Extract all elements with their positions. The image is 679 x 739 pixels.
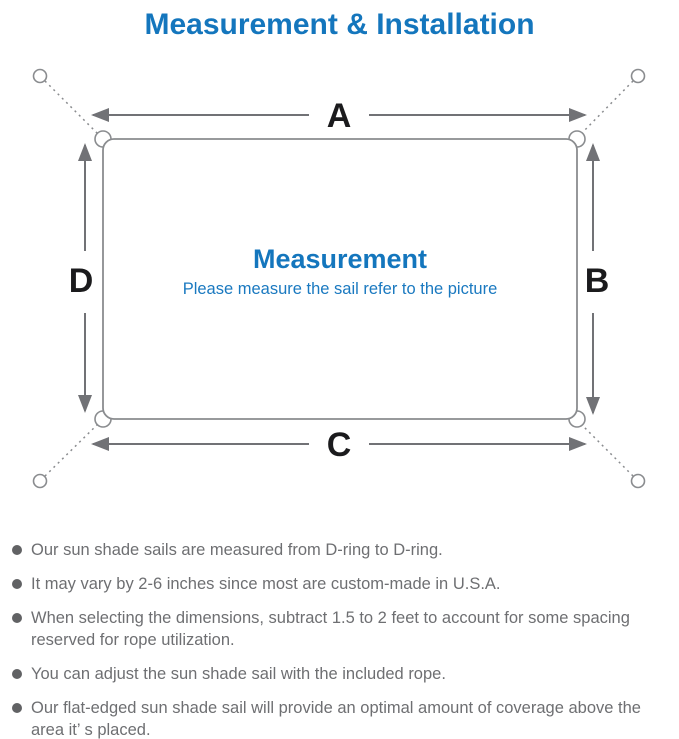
list-item: Our flat-edged sun shade sail will provi…: [12, 697, 673, 739]
note-text: Our flat-edged sun shade sail will provi…: [31, 699, 641, 739]
bullet-icon: [12, 613, 22, 623]
dimension-arrows: [78, 108, 600, 451]
dashed-line-top-right: [578, 80, 634, 137]
bullet-icon: [12, 579, 22, 589]
dimension-label-b: B: [585, 262, 610, 300]
diagram-center-title: Measurement: [253, 244, 427, 274]
page-title: Measurement & Installation: [144, 8, 535, 41]
anchor-point-icon: [32, 473, 48, 489]
anchor-point-icon: [32, 68, 48, 84]
list-item: You can adjust the sun shade sail with t…: [12, 663, 673, 685]
note-text: When selecting the dimensions, subtract …: [31, 609, 630, 649]
anchor-points: [32, 68, 646, 489]
note-text: It may vary by 2-6 inches since most are…: [31, 575, 501, 593]
note-text: You can adjust the sun shade sail with t…: [31, 665, 446, 683]
diagram-center-subtitle: Please measure the sail refer to the pic…: [183, 280, 498, 298]
list-item: Our sun shade sails are measured from D-…: [12, 539, 673, 561]
dimension-label-d: D: [69, 262, 94, 300]
anchor-point-icon: [630, 68, 646, 84]
dashed-line-top-left: [44, 80, 101, 137]
dashed-line-bottom-left: [44, 421, 101, 477]
bullet-icon: [12, 669, 22, 679]
note-text: Our sun shade sails are measured from D-…: [31, 541, 443, 559]
bullet-icon: [12, 545, 22, 555]
sail-outline: [102, 138, 578, 420]
bullet-icon: [12, 703, 22, 713]
list-item: It may vary by 2-6 inches since most are…: [12, 573, 673, 595]
dashed-line-bottom-right: [578, 421, 634, 477]
list-item: When selecting the dimensions, subtract …: [12, 607, 673, 651]
notes-list: Our sun shade sails are measured from D-…: [0, 523, 679, 739]
anchor-dashed-lines: [44, 80, 634, 477]
dimension-label-c: C: [327, 426, 352, 464]
measurement-diagram: A B C D Measurement Please measure the s…: [0, 58, 679, 523]
measurement-diagram-svg: A B C D Measurement Please measure the s…: [32, 68, 646, 489]
dimension-label-a: A: [327, 97, 352, 135]
anchor-point-icon: [630, 473, 646, 489]
